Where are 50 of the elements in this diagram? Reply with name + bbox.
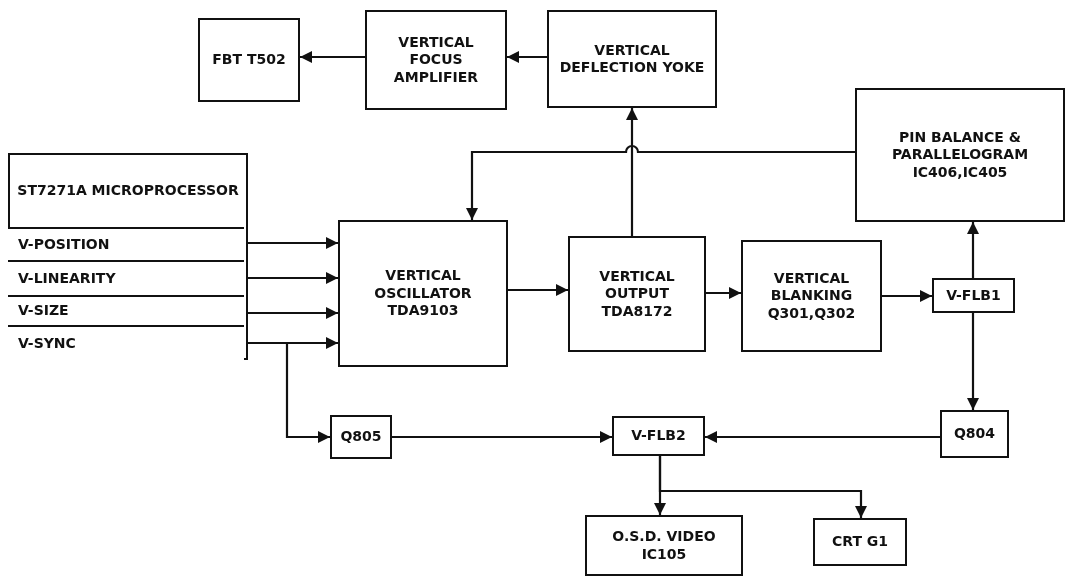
arrow [507, 51, 547, 63]
block-box [612, 416, 705, 456]
block-label: VERTICAL FOCUS AMPLIFIER [392, 33, 480, 87]
signal-row [8, 260, 244, 295]
block-box [330, 415, 392, 459]
arrow [658, 456, 867, 518]
arrow [248, 272, 338, 284]
arrow [967, 313, 979, 410]
block-label: VERTICAL OUTPUT TDA8172 [598, 267, 676, 321]
block-label: FBT T502 [212, 51, 286, 69]
block-label: CRT G1 [831, 533, 889, 551]
block-box [585, 515, 743, 576]
block-label: Q804 [953, 425, 996, 443]
arrow [706, 287, 741, 299]
arrow [392, 431, 612, 443]
block-box [568, 236, 706, 352]
block-label: VERTICAL OSCILLATOR TDA9103 [373, 267, 473, 320]
signal-row [8, 227, 244, 260]
arrow [300, 51, 365, 63]
block-label: V-FLB2 [631, 427, 686, 445]
block-label: VERTICAL BLANKING Q301,Q302 [766, 269, 857, 323]
block-label: PIN BALANCE & PARALLELOGRAM IC406,IC405 [890, 128, 1030, 182]
arrow [508, 284, 568, 296]
block-label: V-FLB1 [946, 286, 1001, 305]
block-box [940, 410, 1009, 458]
arrow [967, 222, 979, 278]
block-label: O.S.D. VIDEO IC105 [611, 528, 717, 563]
block-box [338, 220, 508, 367]
block-label: Q805 [340, 428, 382, 446]
arrow [882, 290, 932, 302]
block-box [813, 518, 907, 566]
block-label: ST7271A MICROPROCESSOR [17, 182, 239, 200]
arrow [248, 237, 338, 249]
signal-label: V-SYNC [18, 334, 76, 353]
signal-label: V-LINEARITY [18, 269, 116, 288]
block-box [365, 10, 507, 110]
block-box [198, 18, 300, 102]
arrow [626, 108, 638, 236]
arrow [248, 341, 330, 443]
signal-label: V-POSITION [18, 235, 110, 254]
arrow [705, 431, 940, 443]
block-box [855, 88, 1065, 222]
signal-row [8, 295, 244, 325]
block-box [932, 278, 1015, 313]
arrow [466, 145, 855, 220]
arrow [248, 307, 338, 319]
block-box [741, 240, 882, 352]
block-label: VERTICAL DEFLECTION YOKE [558, 41, 706, 77]
block-box [547, 10, 717, 108]
signal-label: V-SIZE [18, 302, 69, 320]
